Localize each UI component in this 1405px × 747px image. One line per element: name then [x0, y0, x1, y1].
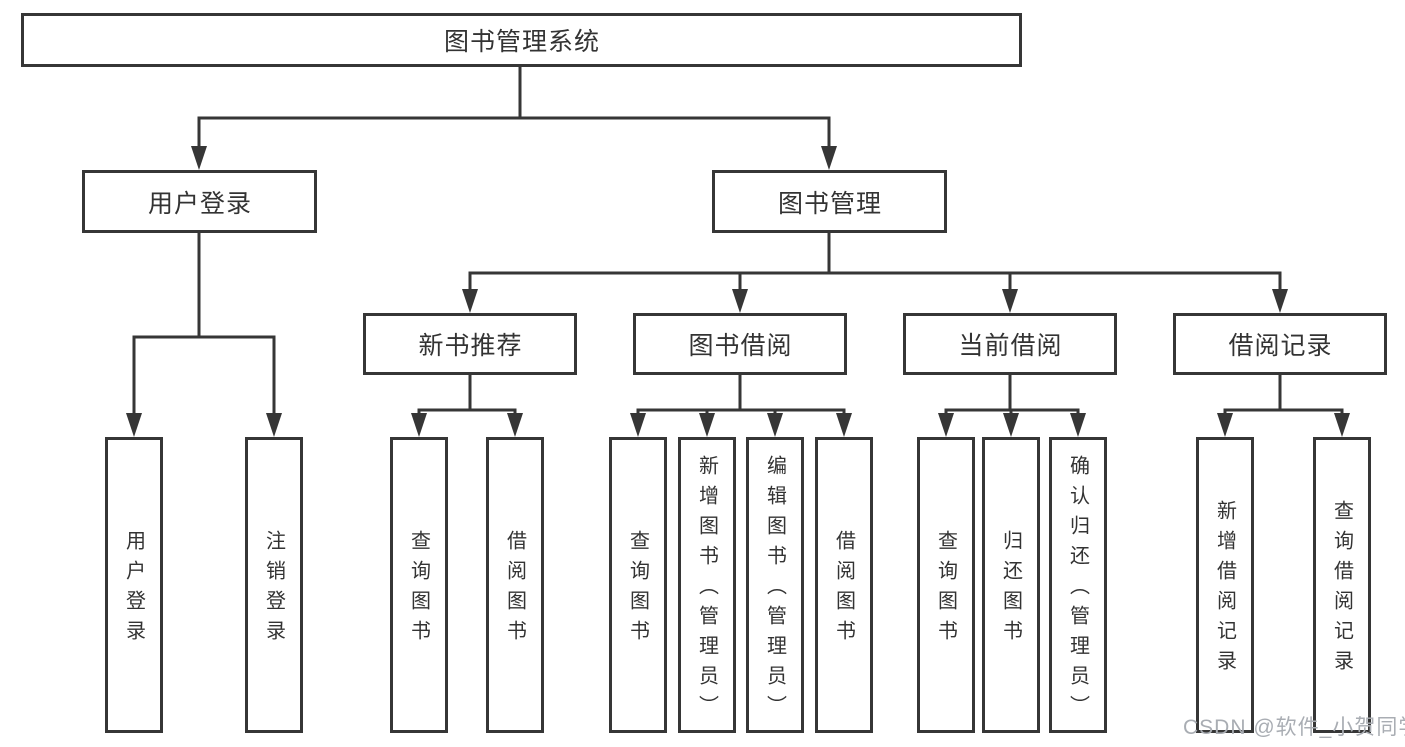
leaf-records-query-record-label: 查询借阅记录	[1330, 500, 1353, 680]
leaf-borrow-edit-book: 编辑图书（管理员）	[746, 437, 804, 733]
leaf-borrow-add-book: 新增图书（管理员）	[678, 437, 736, 733]
leaf-recommend-borrow-book-label: 借阅图书	[503, 530, 526, 650]
node-user-login: 用户登录	[82, 170, 317, 233]
node-book-management-label: 图书管理	[777, 189, 882, 218]
leaf-borrow-edit-book-label: 编辑图书（管理员）	[763, 455, 786, 725]
leaf-current-query-book: 查询图书	[917, 437, 975, 733]
leaf-user-login: 用户登录	[105, 437, 163, 733]
leaf-recommend-borrow-book: 借阅图书	[486, 437, 544, 733]
node-new-book-recommend: 新书推荐	[363, 313, 577, 375]
leaf-borrow-add-book-label: 新增图书（管理员）	[695, 455, 718, 725]
leaf-borrow-borrow-book: 借阅图书	[815, 437, 873, 733]
node-book-borrow: 图书借阅	[633, 313, 847, 375]
leaf-logout-label: 注销登录	[262, 530, 285, 650]
node-book-management: 图书管理	[712, 170, 947, 233]
leaf-records-add-record-label: 新增借阅记录	[1213, 500, 1236, 680]
node-root-label: 图书管理系统	[443, 28, 600, 56]
node-new-book-recommend-label: 新书推荐	[418, 332, 523, 360]
leaf-recommend-query-book: 查询图书	[390, 437, 448, 733]
leaf-borrow-borrow-book-label: 借阅图书	[832, 530, 855, 650]
node-current-borrow-label: 当前借阅	[958, 332, 1063, 360]
leaf-borrow-query-book: 查询图书	[609, 437, 667, 733]
node-user-login-label: 用户登录	[147, 189, 252, 218]
leaf-current-return-book-label: 归还图书	[999, 530, 1022, 650]
leaf-current-return-book: 归还图书	[982, 437, 1040, 733]
leaf-current-confirm-return: 确认归还（管理员）	[1049, 437, 1107, 733]
leaf-borrow-query-book-label: 查询图书	[626, 530, 649, 650]
leaf-records-add-record: 新增借阅记录	[1196, 437, 1254, 733]
leaf-recommend-query-book-label: 查询图书	[407, 530, 430, 650]
node-current-borrow: 当前借阅	[903, 313, 1117, 375]
leaf-current-confirm-return-label: 确认归还（管理员）	[1066, 455, 1089, 725]
leaf-current-query-book-label: 查询图书	[934, 530, 957, 650]
leaf-user-login-label: 用户登录	[122, 530, 145, 650]
watermark: CSDN @软件_小贺同学	[1183, 716, 1405, 739]
leaf-logout: 注销登录	[245, 437, 303, 733]
node-book-borrow-label: 图书借阅	[688, 332, 793, 360]
node-borrow-records-label: 借阅记录	[1228, 332, 1333, 360]
node-borrow-records: 借阅记录	[1173, 313, 1387, 375]
node-root: 图书管理系统	[21, 13, 1022, 67]
leaf-records-query-record: 查询借阅记录	[1313, 437, 1371, 733]
